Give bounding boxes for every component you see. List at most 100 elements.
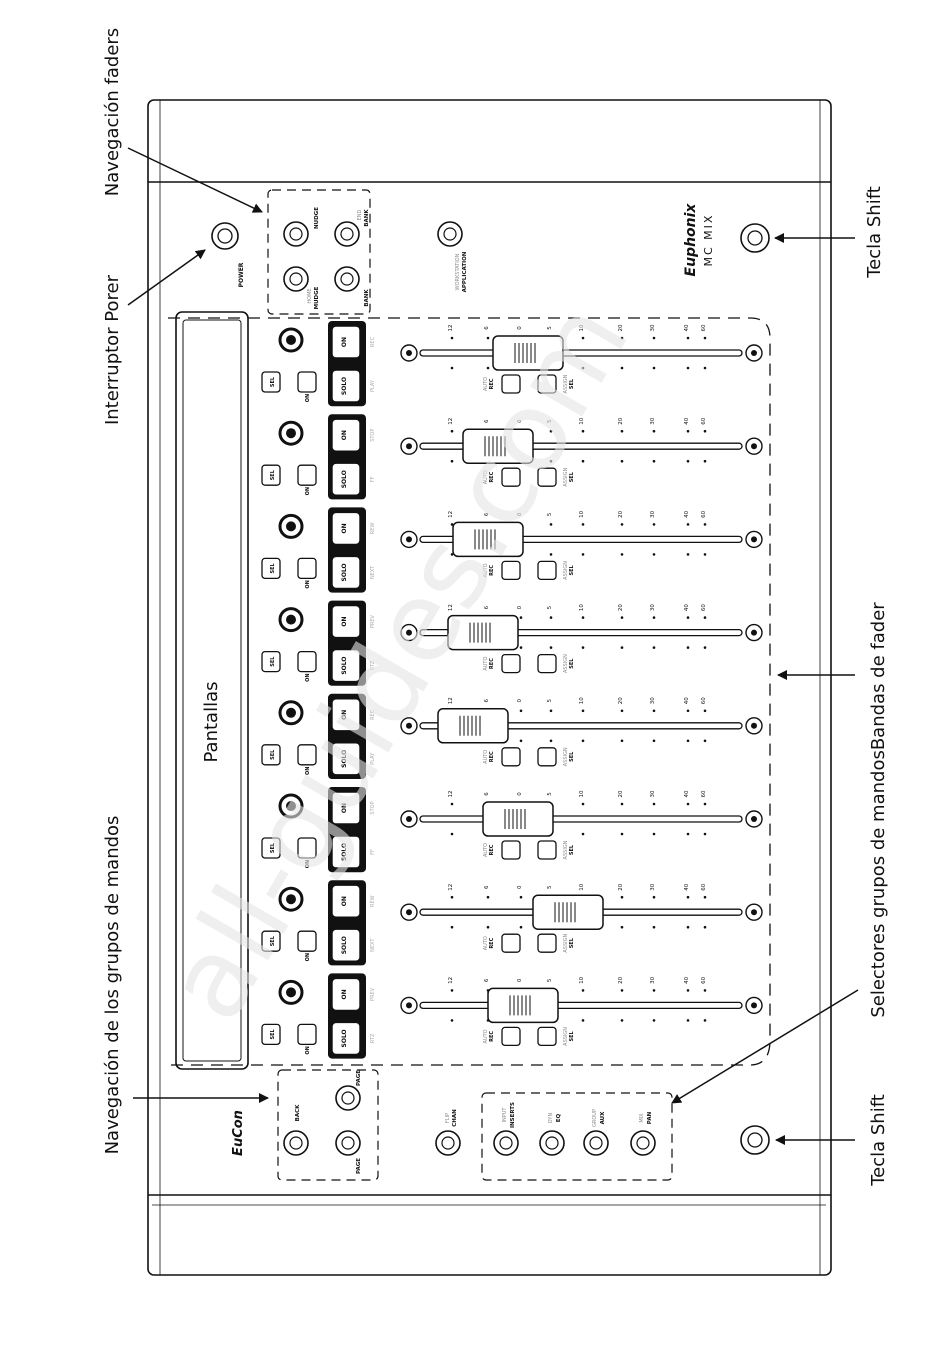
assign-sel-button[interactable] [537, 747, 557, 767]
scale-dot [703, 989, 707, 992]
inserts-button[interactable] [493, 1130, 519, 1156]
page-up-button[interactable] [335, 1085, 361, 1111]
rec-button[interactable] [501, 1026, 521, 1047]
sel-button[interactable] [261, 1023, 281, 1046]
rec-button[interactable] [501, 840, 521, 860]
scale-mark: 5 [547, 512, 553, 516]
solo-button[interactable] [331, 742, 361, 776]
fader-end-screw-dot [406, 629, 412, 636]
rec-button[interactable] [501, 747, 521, 767]
group-nav-group [277, 1069, 379, 1181]
scale-dot [549, 709, 553, 713]
solo-label: SOLO [341, 377, 348, 395]
fader-cap[interactable] [492, 335, 564, 371]
shift-button-bottom[interactable] [740, 1125, 770, 1155]
solo-button[interactable] [331, 1021, 361, 1056]
mute-on-button[interactable] [297, 744, 317, 766]
mute-on-button[interactable] [297, 837, 317, 859]
rec-button[interactable] [501, 653, 521, 674]
fader-cap[interactable] [482, 801, 554, 837]
solo-button[interactable] [331, 555, 361, 590]
mute-on-button[interactable] [297, 557, 317, 580]
sel-button[interactable] [261, 650, 281, 673]
on-button[interactable] [331, 325, 361, 359]
scale-mark: 60 [701, 790, 707, 797]
eq-button[interactable] [539, 1130, 565, 1156]
mute-on-button[interactable] [297, 371, 317, 393]
bank-up-button[interactable] [334, 221, 360, 247]
pan-button[interactable] [630, 1130, 656, 1156]
on-button[interactable] [331, 791, 361, 825]
brand-logo: Euphonix [683, 203, 699, 277]
rec-button[interactable] [501, 560, 521, 581]
mute-on-button[interactable] [297, 1023, 317, 1046]
on-button[interactable] [331, 977, 361, 1012]
on-button[interactable] [331, 511, 361, 546]
mute-on-button[interactable] [297, 650, 317, 673]
fader-cap[interactable] [447, 614, 519, 651]
sel-button[interactable] [261, 837, 281, 859]
sel-button[interactable] [261, 930, 281, 952]
aux-button[interactable] [583, 1130, 609, 1156]
scale-dot [581, 832, 585, 836]
nudge-down-button[interactable] [283, 266, 309, 292]
application-button[interactable] [437, 221, 463, 247]
mute-on-label: ON [305, 673, 311, 681]
shift-button-top[interactable] [740, 223, 770, 253]
assign-sel-button[interactable] [537, 653, 557, 674]
solo-button[interactable] [331, 369, 361, 403]
scale-mark: 30 [650, 510, 656, 517]
pan-label: PAN [647, 1111, 653, 1124]
assign-sel-button[interactable] [537, 467, 557, 487]
scale-dot [549, 739, 553, 743]
back-button[interactable] [283, 1130, 309, 1156]
fader-end-screw-dot [406, 536, 412, 543]
mute-on-button[interactable] [297, 464, 317, 486]
sel-button[interactable] [261, 744, 281, 766]
page-down-button[interactable] [335, 1130, 361, 1156]
fader-nav-group [267, 189, 371, 315]
solo-button[interactable] [331, 928, 361, 962]
solo-button[interactable] [331, 648, 361, 683]
assign-sel-button[interactable] [537, 933, 557, 953]
rec-button[interactable] [501, 467, 521, 487]
encoder-cap [286, 894, 296, 905]
fader-cap[interactable] [462, 428, 534, 464]
assign-sel-button[interactable] [537, 1026, 557, 1047]
assign-sel-button[interactable] [537, 560, 557, 581]
on-button[interactable] [331, 884, 361, 918]
assign-sel-label: SEL [569, 471, 575, 482]
solo-button[interactable] [331, 462, 361, 496]
nudge-down-label: MUDGE [314, 286, 320, 309]
sel-button[interactable] [261, 371, 281, 393]
fader-cap[interactable] [452, 521, 524, 558]
solo-button[interactable] [331, 835, 361, 869]
nudge-up-button[interactable] [283, 221, 309, 247]
bank-down-button[interactable] [334, 266, 360, 292]
on-button[interactable] [331, 698, 361, 732]
mute-on-button[interactable] [297, 930, 317, 952]
fader-cap[interactable] [437, 708, 509, 744]
scale-mark: 30 [650, 697, 656, 704]
scale-mark: 0 [517, 978, 523, 982]
rec-button[interactable] [501, 933, 521, 953]
scale-dot [652, 989, 656, 992]
sel-button[interactable] [261, 557, 281, 580]
aux-label: AUX [600, 1111, 606, 1125]
scale-dot [686, 895, 690, 899]
on-button[interactable] [331, 604, 361, 639]
assign-sel-button[interactable] [537, 374, 557, 394]
fader-cap[interactable] [532, 894, 604, 930]
on-label: ON [341, 896, 348, 906]
on-button[interactable] [331, 418, 361, 452]
chan-button[interactable] [435, 1130, 461, 1156]
scale-mark: 60 [701, 976, 707, 983]
sel-button[interactable] [261, 464, 281, 486]
power-button[interactable] [211, 222, 239, 250]
rec-button[interactable] [501, 374, 521, 394]
scale-dot [686, 553, 690, 556]
assign-sel-button[interactable] [537, 840, 557, 860]
scale-dot [686, 739, 690, 743]
fader-cap[interactable] [487, 987, 559, 1024]
scale-dot [652, 925, 656, 929]
